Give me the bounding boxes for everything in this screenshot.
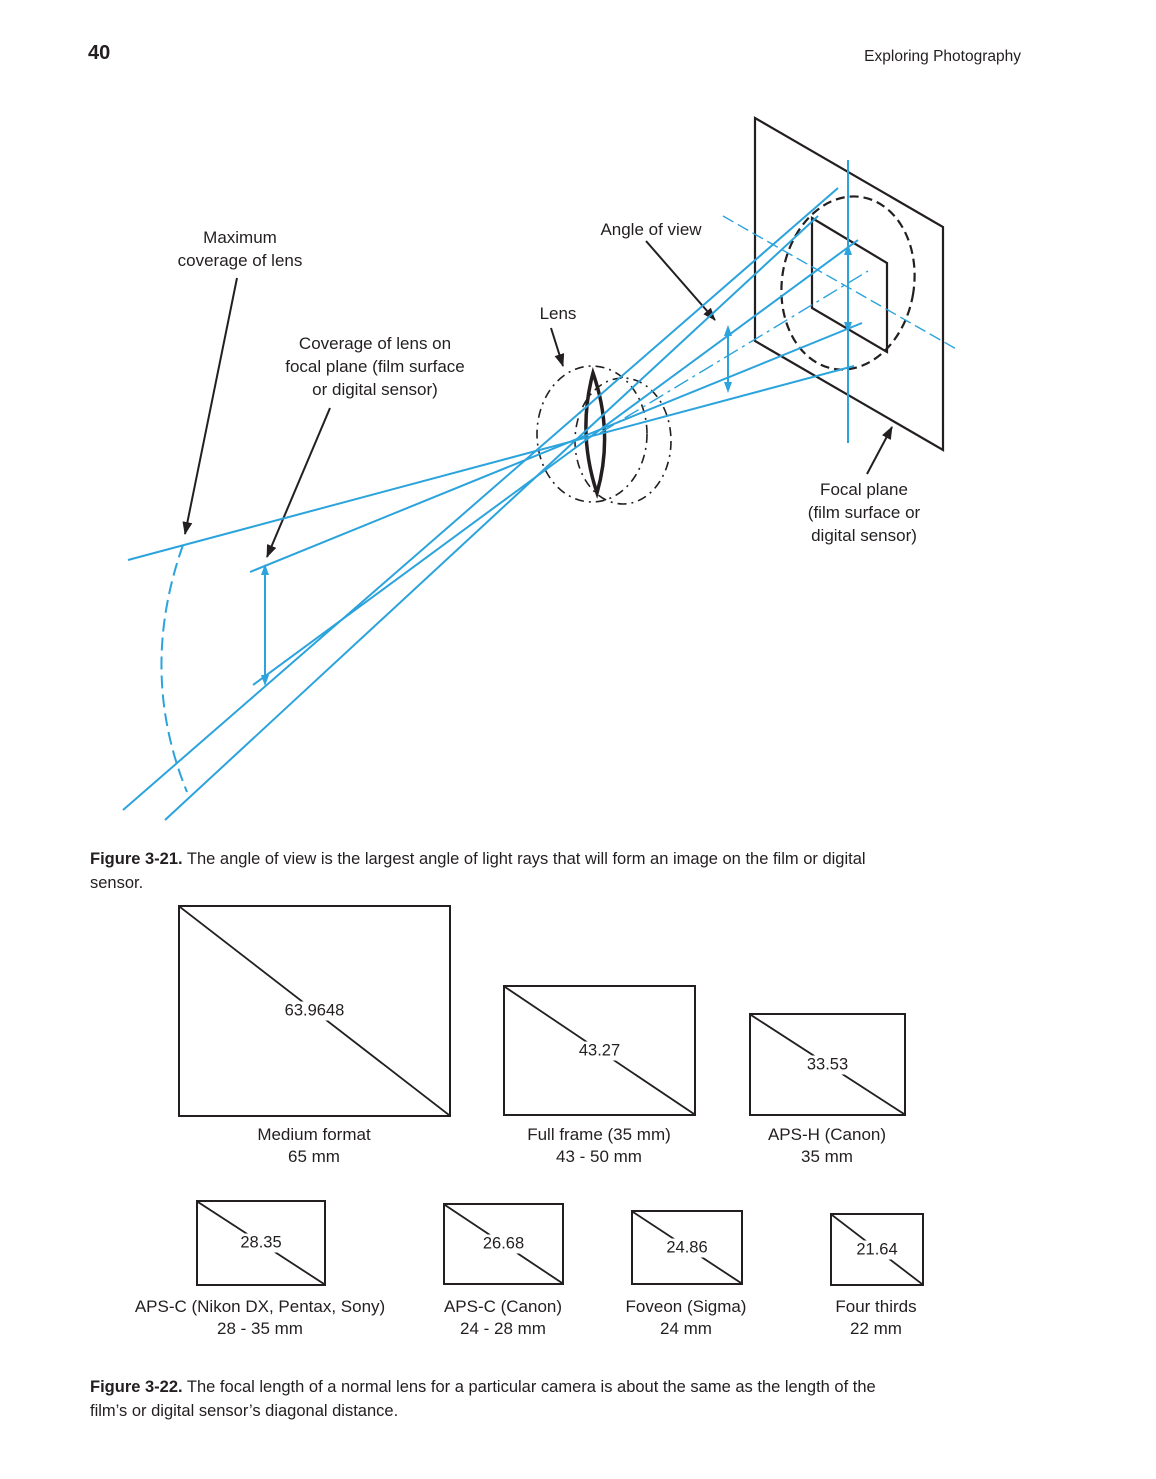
figure-3-21-caption-text: The angle of view is the largest angle o… (90, 850, 866, 892)
focal-plane-outline (753, 116, 945, 452)
label-coverage-focal-plane: Coverage of lens on focal plane (film su… (285, 334, 465, 399)
ray-sensor-corner (164, 215, 819, 821)
sensor-box-full-frame: 43.27 (503, 985, 696, 1116)
arrow-maximum-coverage (182, 277, 238, 535)
sensor-size: 65 mm (288, 1147, 340, 1166)
figure-3-22-caption: Figure 3-22. The focal length of a norma… (90, 1351, 1030, 1423)
maximum-coverage-arc (160, 544, 188, 793)
diagonal-value: 63.9648 (280, 1001, 349, 1021)
arrow-focal-plane (866, 426, 893, 475)
arrow-angle-of-view (645, 240, 716, 321)
figure-3-22-caption-text: The focal length of a normal lens for a … (90, 1378, 876, 1420)
sensor-name: APS-C (Canon) (443, 1297, 563, 1316)
sensor-name: Medium format (257, 1125, 371, 1144)
leader-arrows (182, 240, 893, 558)
sensor-box-foveon: 24.86 (631, 1210, 743, 1285)
sensor-caption-four-thirds: Four thirds 22 mm (706, 1296, 1046, 1340)
sensor-name: APS-C (Nikon DX, Pentax, Sony) (134, 1297, 386, 1316)
lens-shape (536, 365, 672, 505)
angle-of-view-diagram (122, 116, 959, 821)
plane-diagonal-axis (722, 215, 959, 351)
sensor-name: Foveon (Sigma) (625, 1297, 747, 1316)
figure-3-22-caption-label: Figure 3-22. (90, 1378, 183, 1396)
ray-arc-top (127, 365, 855, 561)
sensor-box-aps-h: 33.53 (749, 1013, 906, 1116)
sensor-caption-medium-format: Medium format 65 mm (144, 1124, 484, 1168)
sensor-box-aps-c-nikon: 28.35 (196, 1200, 326, 1286)
sensor-size: 35 mm (801, 1147, 853, 1166)
diagonal-value: 26.68 (478, 1234, 529, 1254)
sensor-caption-full-frame: Full frame (35 mm) 43 - 50 mm (429, 1124, 769, 1168)
diagonal-value: 33.53 (802, 1055, 853, 1074)
ray-arc-bottom (122, 187, 839, 811)
light-rays (122, 160, 959, 821)
ray-segment-bottom (252, 239, 859, 686)
sensor-size: 24 mm (660, 1319, 712, 1338)
sensor-size: 28 - 35 mm (217, 1319, 303, 1338)
sensor-size: 24 - 28 mm (460, 1319, 546, 1338)
diagonal-value: 28.35 (236, 1233, 286, 1253)
sensor-size: 43 - 50 mm (556, 1147, 642, 1166)
sensor-caption-foveon: Foveon (Sigma) 24 mm (516, 1296, 856, 1340)
diagonal-value: 21.64 (852, 1240, 902, 1259)
diagonal-value: 24.86 (662, 1238, 712, 1257)
sensor-caption-aps-h: APS-H (Canon) 35 mm (657, 1124, 997, 1168)
sensor-box-four-thirds: 21.64 (830, 1213, 924, 1286)
arrow-coverage-focal-plane (266, 407, 331, 558)
sensor-caption-aps-c-canon: APS-C (Canon) 24 - 28 mm (333, 1296, 673, 1340)
sensor-caption-aps-c-nikon: APS-C (Nikon DX, Pentax, Sony) 28 - 35 m… (90, 1296, 430, 1340)
label-angle-of-view: Angle of view (600, 220, 702, 239)
arrow-lens (550, 327, 565, 367)
optical-axis (599, 270, 869, 434)
sensor-name: Four thirds (835, 1297, 917, 1316)
figure-3-21-caption: Figure 3-21. The angle of view is the la… (90, 823, 1030, 895)
sensor-box-medium-format: 63.9648 (178, 905, 451, 1117)
ray-segment-top (249, 322, 863, 573)
figure-3-21-caption-label: Figure 3-21. (90, 850, 183, 868)
label-lens: Lens (539, 304, 577, 323)
sensor-rect-on-plane (810, 216, 889, 354)
running-header-title: Exploring Photography (864, 48, 1021, 65)
lens-coverage-circle (780, 195, 916, 371)
page-number: 40 (88, 42, 111, 64)
sensor-name: APS-H (Canon) (767, 1125, 887, 1144)
sensor-size: 22 mm (850, 1319, 902, 1338)
sensor-name: Full frame (35 mm) (527, 1125, 671, 1144)
sensor-box-aps-c-canon: 26.68 (443, 1203, 564, 1285)
label-focal-plane: Focal plane (film surface or digital sen… (807, 480, 921, 545)
label-maximum-coverage: Maximum coverage of lens (177, 228, 303, 270)
blue-tick-arrowheads (261, 244, 852, 686)
diagonal-value: 43.27 (574, 1041, 625, 1060)
